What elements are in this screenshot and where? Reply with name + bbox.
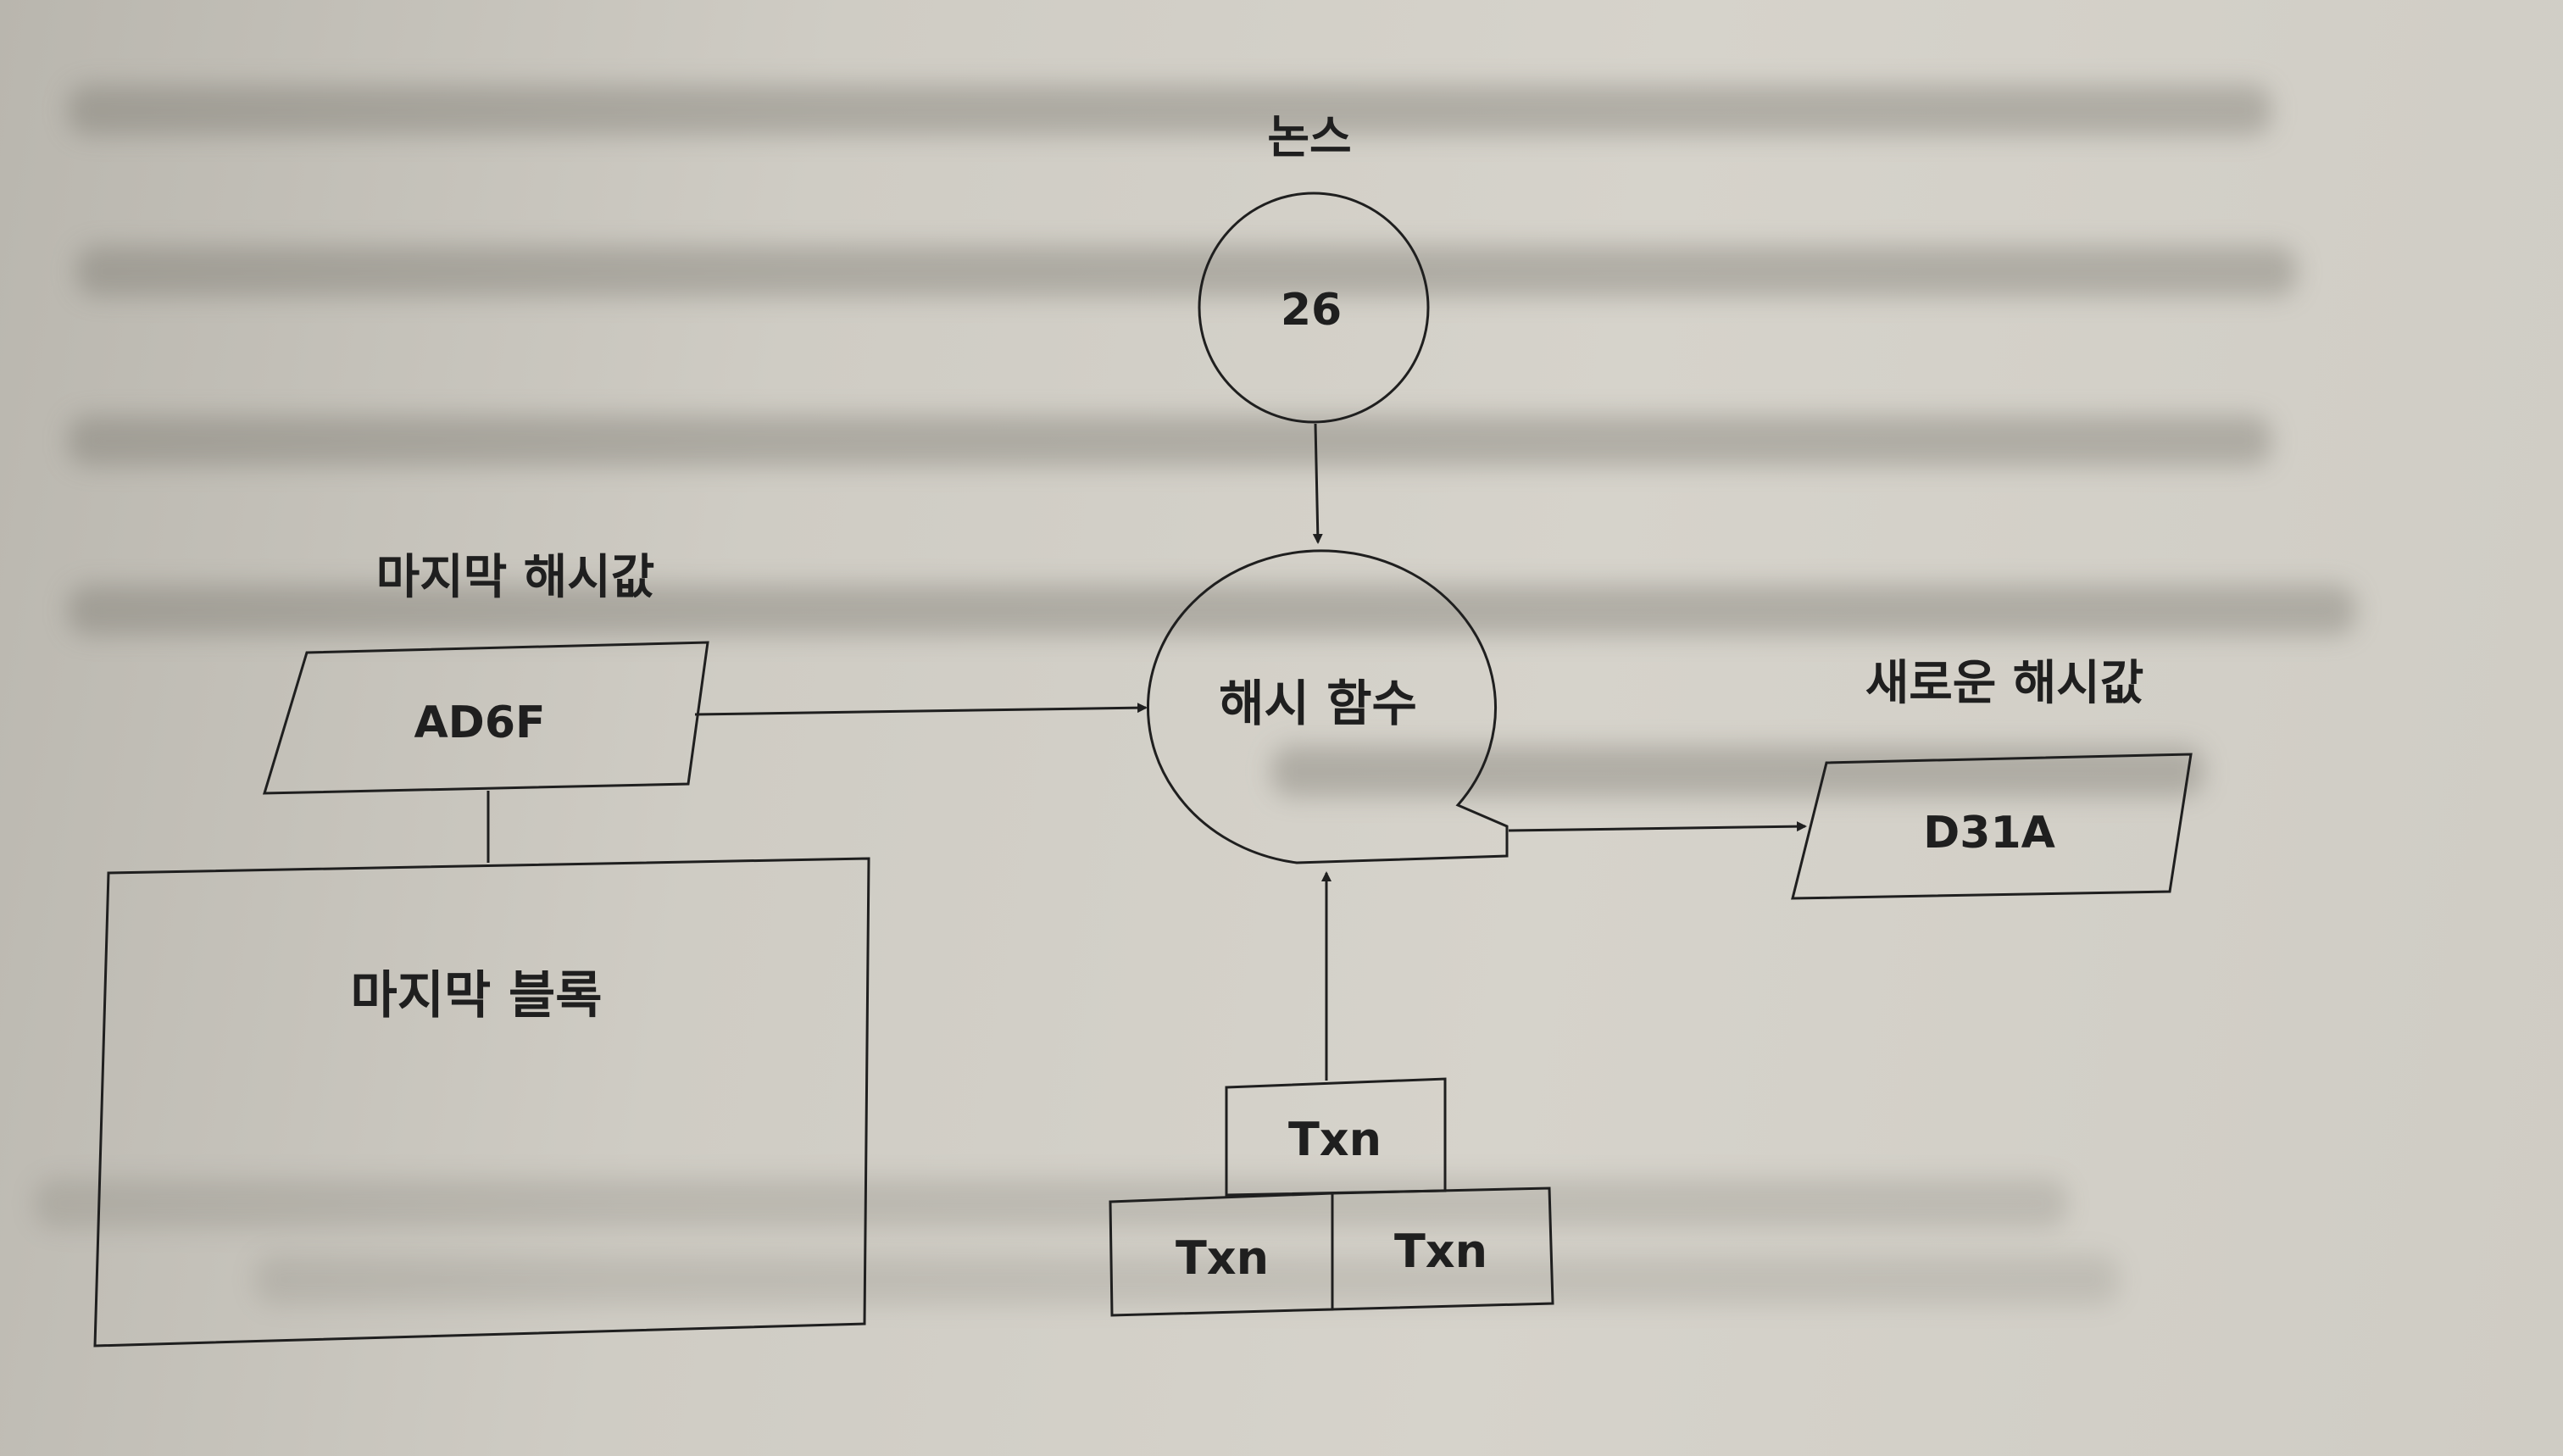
txn-box-bottom-right	[1331, 1186, 1554, 1311]
nonce-circle	[1198, 192, 1430, 424]
nonce-arrow	[1312, 423, 1323, 544]
blurred-text-line	[68, 415, 2271, 466]
last-hash-label: 마지막 해시값	[376, 550, 655, 605]
last-block-label: 마지막 블록	[351, 966, 603, 1025]
txn-label-bottom-left: Txn	[1176, 1231, 1269, 1285]
last-hash-value: AD6F	[414, 697, 545, 748]
new-hash-box	[1791, 753, 2193, 900]
hash-function-label: 해시 함수	[1219, 675, 1417, 732]
new-hash-label: 새로운 해시값	[1865, 656, 2144, 711]
blurred-text-line	[68, 585, 2356, 636]
nonce-label: 논스	[1267, 110, 1351, 164]
new-hash-value: D31A	[1923, 808, 2055, 859]
blurred-text-line	[68, 85, 2271, 136]
blurred-text-line	[34, 1178, 2068, 1229]
new-hash-arrow	[1508, 821, 1807, 832]
last-hash-arrow	[694, 703, 1148, 716]
nonce-value: 26	[1281, 285, 1342, 336]
txn-label-bottom-right: Txn	[1394, 1225, 1487, 1278]
blurred-text-line	[76, 246, 2297, 297]
blurred-text-line	[1271, 746, 2204, 797]
txn-label-top: Txn	[1288, 1113, 1382, 1166]
last-hash-box	[262, 641, 709, 795]
last-block-box	[93, 857, 870, 1348]
blurred-text-line	[254, 1254, 2119, 1305]
hash-function-shape	[1147, 549, 1509, 864]
